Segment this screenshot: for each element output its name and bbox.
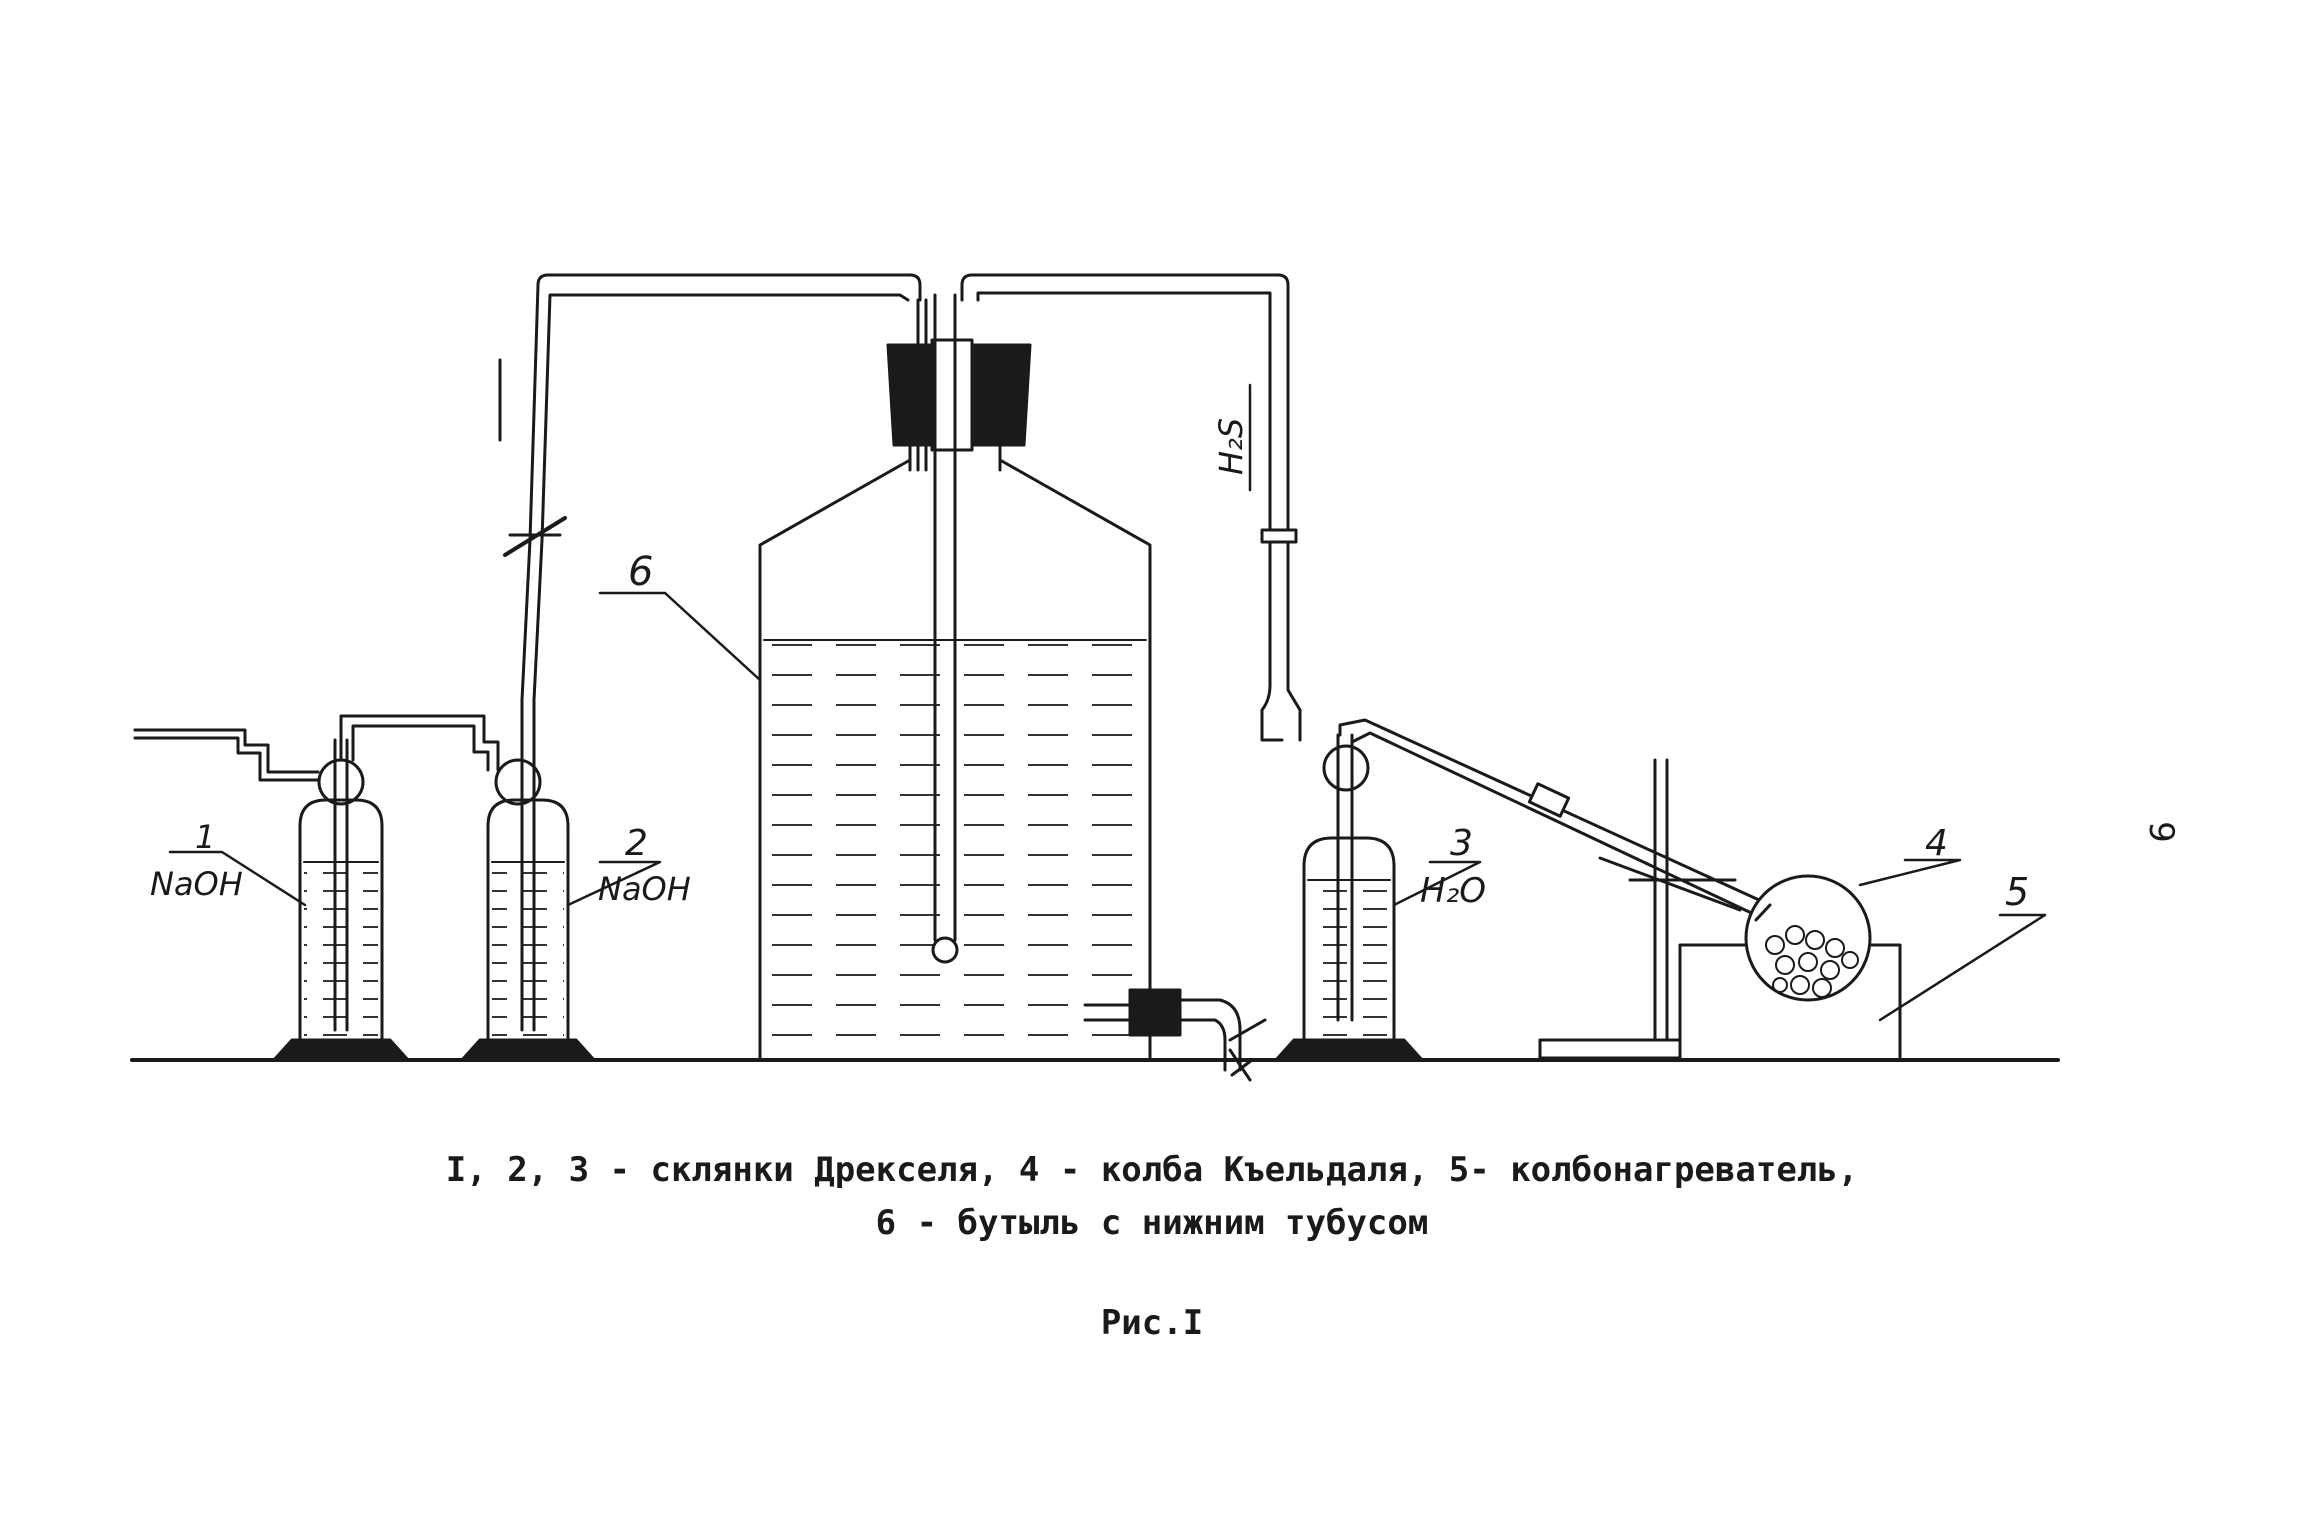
flask-3-stopper bbox=[1322, 744, 1370, 792]
flask-1-inlet-tube bbox=[133, 728, 320, 774]
lower-tubulus-stopper bbox=[1128, 988, 1182, 1037]
tube-connector-2 bbox=[1527, 782, 1571, 818]
leader-1 bbox=[168, 850, 307, 907]
flask-3-base bbox=[1274, 1038, 1424, 1062]
drechsel-flask-2 bbox=[460, 698, 596, 1062]
label-flask-1-reagent: NaOH bbox=[150, 865, 243, 903]
flask-2-stopper bbox=[494, 758, 542, 806]
label-bottle-num: 6 bbox=[628, 549, 653, 595]
flask-2-body bbox=[486, 798, 570, 1042]
label-flask-2-num: 2 bbox=[625, 823, 648, 864]
flask-1-stopper bbox=[317, 758, 365, 806]
label-h2s: H₂S bbox=[1212, 418, 1250, 475]
leader-4 bbox=[1858, 858, 1962, 887]
tube-1-to-2 bbox=[339, 714, 500, 772]
leader-2 bbox=[566, 860, 662, 907]
label-flask-3-num: 3 bbox=[1450, 823, 1473, 864]
flask-2-base bbox=[460, 1038, 596, 1062]
page-number: 9 bbox=[2140, 821, 2181, 843]
bottle-body bbox=[758, 458, 1152, 1062]
flask-2-liquid bbox=[492, 862, 564, 1038]
leader-3 bbox=[1392, 860, 1482, 907]
bottle-with-lower-tubulus bbox=[758, 273, 1290, 1082]
figure-number: Рис.I bbox=[1100, 1303, 1204, 1343]
label-flask-2-reagent: NaOH bbox=[598, 870, 691, 908]
kjeldahl-contents bbox=[1765, 925, 1859, 998]
caption-legend-line-2: 6 - бутыль с нижним тубусом bbox=[875, 1203, 1429, 1243]
drechsel-flask-3 bbox=[1274, 733, 1424, 1062]
lab-stand bbox=[1538, 758, 1742, 1060]
tap bbox=[1178, 998, 1242, 1072]
label-heater-num: 5 bbox=[2005, 870, 2029, 914]
flask-3-liquid bbox=[1308, 880, 1390, 1038]
tube-2-to-bottle bbox=[520, 273, 922, 702]
label-kjeldahl-num: 4 bbox=[1925, 823, 1948, 864]
tube-connector bbox=[1260, 528, 1298, 544]
flask-1-base bbox=[272, 1038, 410, 1062]
flask-3-body bbox=[1302, 836, 1396, 1042]
leader-5 bbox=[1878, 913, 2047, 1022]
drechsel-flask-1 bbox=[133, 728, 410, 1062]
label-flask-3-reagent: H₂O bbox=[1420, 871, 1486, 911]
caption-legend-line-1: I, 2, 3 - склянки Дрекселя, 4 - колба Къ… bbox=[445, 1150, 1859, 1190]
label-flask-1-num: 1 bbox=[195, 818, 215, 856]
flask-1-liquid bbox=[304, 862, 378, 1038]
tube-3-to-kjeldahl bbox=[1338, 718, 1772, 907]
kjeldahl-flask bbox=[1744, 874, 1872, 1002]
leader-6 bbox=[598, 591, 762, 682]
